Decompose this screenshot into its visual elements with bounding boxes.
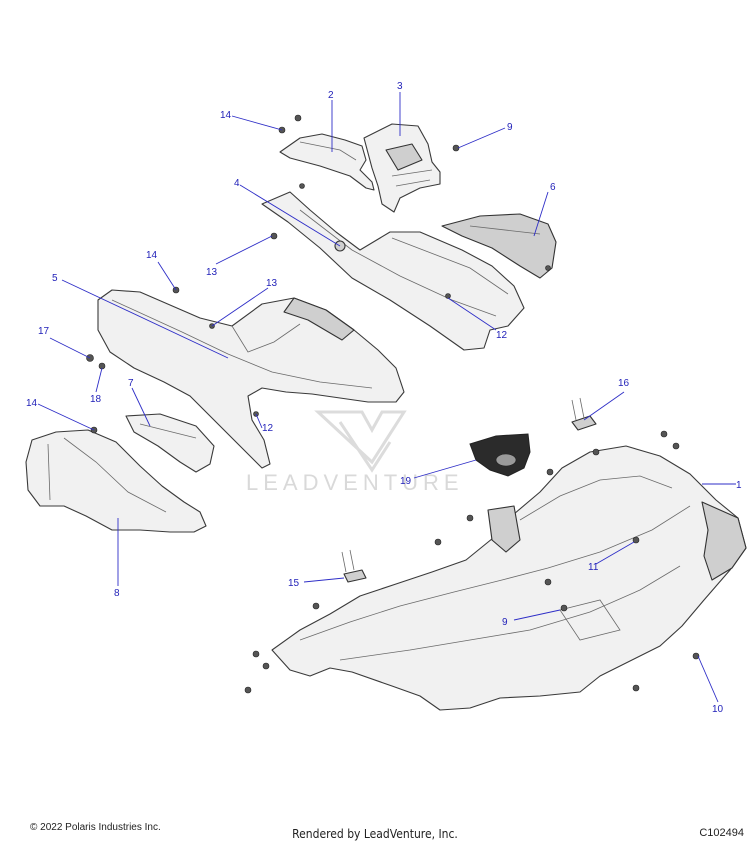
- callout-12[interactable]: 12: [496, 330, 508, 341]
- callout-17[interactable]: 17: [38, 326, 50, 337]
- part-1-front-fender[interactable]: [271, 445, 747, 711]
- callout-12[interactable]: 12: [262, 423, 274, 434]
- fastener[interactable]: [466, 514, 474, 522]
- callout-16[interactable]: 16: [618, 378, 630, 389]
- part-15-clip[interactable]: [341, 549, 367, 583]
- callout-11[interactable]: 11: [588, 562, 599, 573]
- part-8-lower-panel[interactable]: [25, 429, 207, 533]
- callout-14[interactable]: 14: [220, 110, 232, 121]
- callout-14[interactable]: 14: [26, 398, 38, 409]
- part-6-side-panel[interactable]: [441, 213, 557, 279]
- callout-13[interactable]: 13: [206, 267, 218, 278]
- fastener[interactable]: [244, 686, 252, 694]
- callout-8[interactable]: 8: [114, 588, 120, 599]
- callout-3[interactable]: 3: [397, 81, 403, 92]
- diagram-id: C102494: [699, 827, 744, 839]
- callout-9[interactable]: 9: [502, 617, 508, 628]
- fastener[interactable]: [660, 430, 668, 438]
- fastener[interactable]: [560, 604, 568, 612]
- rendered-by-text: Rendered by LeadVenture, Inc.: [292, 827, 458, 841]
- part-16-clip[interactable]: [571, 397, 597, 431]
- fastener[interactable]: [252, 650, 260, 658]
- callout-5[interactable]: 5: [52, 273, 58, 284]
- fastener[interactable]: [262, 662, 270, 670]
- fastener[interactable]: [545, 265, 551, 271]
- fastener[interactable]: [312, 602, 320, 610]
- part-5-rear-fender[interactable]: [97, 289, 405, 469]
- fastener[interactable]: [546, 468, 554, 476]
- callout-10[interactable]: 10: [712, 704, 724, 715]
- part-2-cover-plate[interactable]: [279, 133, 375, 191]
- fastener[interactable]: [434, 538, 442, 546]
- part-4-center-console[interactable]: [261, 191, 525, 351]
- callout-15[interactable]: 15: [288, 578, 300, 589]
- part-7-splash-shield[interactable]: [125, 413, 215, 473]
- fasteners: [86, 114, 700, 694]
- callout-2[interactable]: 2: [328, 90, 334, 101]
- callout-19[interactable]: 19: [400, 476, 412, 487]
- fastener[interactable]: [294, 114, 302, 122]
- copyright-text: © 2022 Polaris Industries Inc.: [30, 822, 161, 833]
- callout-18[interactable]: 18: [90, 394, 102, 405]
- fastener[interactable]: [544, 578, 552, 586]
- part-19-bracket[interactable]: [469, 433, 531, 477]
- fastener[interactable]: [592, 448, 600, 456]
- part-3-display-bezel[interactable]: [363, 123, 441, 213]
- callout-4[interactable]: 4: [234, 178, 240, 189]
- leader-lines: [37, 92, 736, 703]
- callout-7[interactable]: 7: [128, 378, 134, 389]
- fastener[interactable]: [632, 536, 640, 544]
- watermark-text: LEADVENTURE: [246, 470, 464, 495]
- fastener[interactable]: [445, 293, 451, 299]
- callout-9[interactable]: 9: [507, 122, 513, 133]
- fastener[interactable]: [632, 684, 640, 692]
- callout-13[interactable]: 13: [266, 278, 278, 289]
- fastener[interactable]: [692, 652, 700, 660]
- callout-14[interactable]: 14: [146, 250, 158, 261]
- watermark: LEADVENTURE: [246, 410, 464, 495]
- fastener[interactable]: [672, 442, 680, 450]
- callouts: 1 2 3 4 5 6 7 8 9 9 10 11 12 12 13 13 14…: [26, 81, 742, 715]
- watermark-logo: [314, 410, 407, 473]
- fastener[interactable]: [299, 183, 305, 189]
- callout-6[interactable]: 6: [550, 182, 556, 193]
- callout-1[interactable]: 1: [736, 480, 742, 491]
